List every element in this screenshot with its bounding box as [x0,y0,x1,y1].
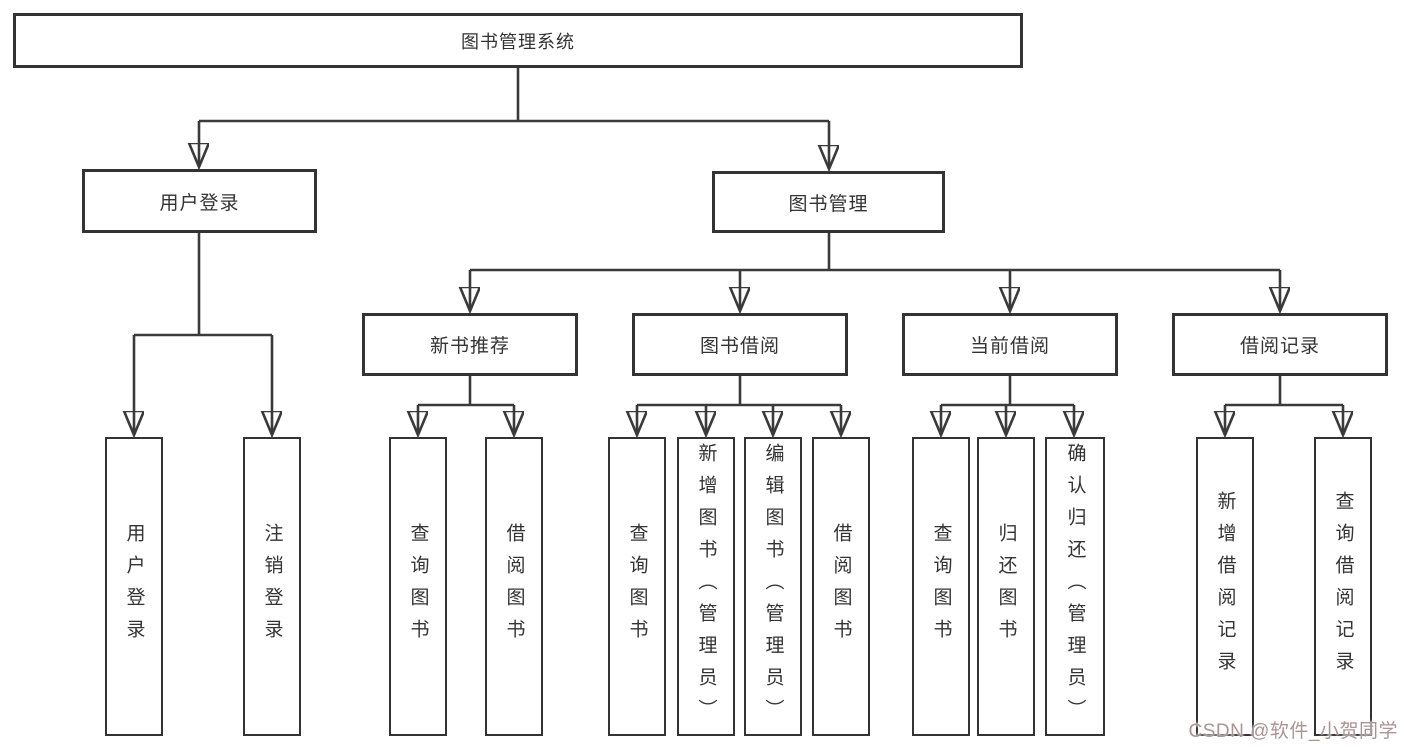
leaf-query-books-recommend-label: 查询图书 [407,522,429,651]
edge-user-login-bus [134,233,272,337]
leaf-confirm-return-admin: 确认归还（管理员） [1045,437,1105,736]
leaf-add-borrow-record: 新增借阅记录 [1196,437,1254,736]
leaf-borrow-books-recommend: 借阅图书 [485,437,543,736]
leaf-query-borrow-record-label: 查询借阅记录 [1332,490,1354,683]
node-book-borrowing: 图书借阅 [632,313,848,376]
leaf-borrow-books-recommend-label: 借阅图书 [503,522,525,651]
edge-book-mgmt-bus [470,233,1280,272]
leaf-edit-book-admin: 编辑图书（管理员） [744,437,802,736]
leaf-return-book-label: 归还图书 [995,522,1017,651]
leaf-query-borrow-record: 查询借阅记录 [1314,437,1372,736]
leaf-confirm-return-admin-label: 确认归还（管理员） [1064,442,1086,731]
edge-new-books-bus [418,376,514,407]
leaf-query-books-current: 查询图书 [912,437,970,736]
node-current-borrowing: 当前借阅 [902,313,1118,376]
leaf-add-book-admin-label: 新增图书（管理员） [695,442,717,731]
node-root: 图书管理系统 [13,13,1023,68]
leaf-edit-book-admin-label: 编辑图书（管理员） [762,442,784,731]
edge-book-borrow-bus [637,376,841,407]
leaf-return-book: 归还图书 [977,437,1035,736]
edge-borrow-records-bus [1225,376,1343,407]
leaf-logout-label: 注销登录 [261,522,283,651]
leaf-logout: 注销登录 [243,437,301,736]
leaf-add-book-admin: 新增图书（管理员） [677,437,735,736]
leaf-query-books-recommend: 查询图书 [389,437,447,736]
leaf-query-books-borrowing: 查询图书 [608,437,666,736]
csdn-watermark: CSDN @软件_小贺同学 [1188,721,1398,742]
node-user-login: 用户登录 [82,169,317,233]
leaf-borrow-books: 借阅图书 [812,437,870,736]
node-new-book-recommend: 新书推荐 [362,313,578,376]
leaf-user-login-label: 用户登录 [123,522,145,651]
leaf-add-borrow-record-label: 新增借阅记录 [1214,490,1236,683]
node-borrowing-records: 借阅记录 [1172,313,1388,376]
node-book-management: 图书管理 [712,171,945,233]
leaf-borrow-books-label: 借阅图书 [830,522,852,651]
leaf-query-books-borrowing-label: 查询图书 [626,522,648,651]
edge-current-borrow-bus [941,376,1074,407]
edge-root-bus [199,68,829,123]
leaf-user-login: 用户登录 [105,437,163,736]
leaf-query-books-current-label: 查询图书 [930,522,952,651]
